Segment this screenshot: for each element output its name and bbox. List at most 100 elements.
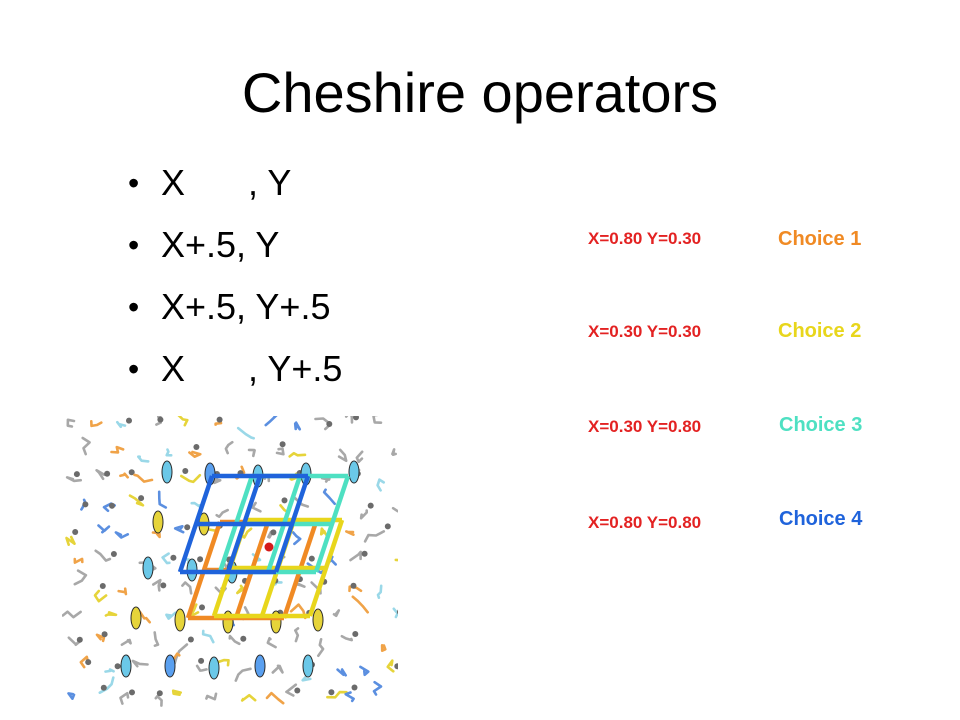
molecule-fragment [62,610,82,619]
atom-dot [193,444,200,450]
molecule-fragment [376,584,383,599]
atom-dot [351,684,358,691]
atom-dot [394,663,398,670]
molecule-fragment [133,473,154,483]
molecule-fragment [117,587,128,596]
molecule-fragment [275,447,285,456]
molecule-fragment [234,667,252,682]
atom-dot [281,497,288,504]
molecule-fragment [95,468,106,481]
molecule-fragment [332,609,341,618]
bullet-marker: • [128,227,140,263]
atom-dot [85,659,92,666]
atom-dot [101,631,108,638]
molecule-fragment [89,420,103,428]
molecule-fragment [154,694,163,707]
molecule-fragment [131,659,149,668]
atom-dot [110,551,117,557]
twofold-axis-lens [312,608,324,632]
molecule-fragment [161,552,171,565]
molecule-fragment [240,693,257,702]
molecule-fragment [73,569,88,586]
choice-label-1: Choice 1 [778,228,862,250]
molecule-fragment [157,490,168,509]
molecule-fragment [247,448,256,458]
molecule-fragment [326,690,348,699]
atom-dot [198,657,205,664]
twofold-axis-lens [152,510,164,534]
coord-label-2: X=0.30 Y=0.30 [588,322,702,341]
molecule-fragment [81,436,91,456]
molecule-fragment [359,509,369,520]
twofold-axis-lens [174,608,186,632]
atom-dot [197,556,204,563]
operator-text: X+.5, Y [161,224,280,265]
molecule-fragment [171,689,182,697]
operator-x: X [161,162,186,203]
molecule-fragment [336,668,348,677]
atom-dot [73,471,80,478]
molecule-fragment [98,676,115,695]
choice-label-4: Choice 4 [779,508,863,530]
coord-label-4: X=0.80 Y=0.80 [588,513,702,532]
molecule-fragment [138,610,151,624]
coord-label-3: X=0.30 Y=0.80 [588,417,702,436]
molecule-fragment [344,530,355,536]
atom-dot [184,524,191,531]
molecule-fragment [110,445,125,454]
coord-label-1: X=0.80 Y=0.30 [588,229,702,248]
molecule-fragment [201,629,215,644]
molecule-fragment [294,582,306,588]
molecule-fragment [291,531,302,546]
molecule-fragment [119,691,130,705]
molecule-fragment [67,692,76,701]
twofold-axis-lens [161,460,173,484]
atom-dot [270,529,277,536]
molecule-fragment [165,448,173,457]
molecule-fragment [137,455,150,463]
molecule-fragment [322,488,337,506]
atom-dot [308,555,315,562]
molecule-fragment [205,692,218,701]
unit-cell-choice-4 [273,475,311,573]
atom-dot [99,583,106,589]
molecule-fragment [285,683,298,697]
molecule-fragment [376,478,386,492]
molecule-fragment [95,633,106,643]
molecule-fragment [215,508,229,518]
molecule-fragment [355,450,364,464]
slide-title: Cheshire operators [241,61,719,124]
atom-dot [72,529,79,535]
molecule-fragment [294,627,300,643]
molecule-fragment [351,595,370,614]
molecule-fragment [344,691,355,703]
atom-dot [350,582,357,589]
choice-label-3: Choice 3 [779,414,863,436]
choice-label-2: Choice 2 [778,320,862,342]
molecule-fragment [120,638,132,646]
molecule-fragment [293,421,302,431]
twofold-axis-lens [142,556,154,580]
atom-dot [128,469,135,476]
molecule-fragment [66,418,76,428]
origin-dot [264,542,274,552]
molecule-fragment [359,665,370,677]
operator-rest: , Y+.5 [248,348,343,389]
molecule-fragment [216,658,230,667]
atom-dot [187,636,194,643]
molecule-fragment [188,450,202,459]
molecule-fragment [316,638,325,657]
atom-dot [138,495,145,502]
molecule-fragment [236,426,255,440]
molecule-fragment [211,474,222,485]
molecule-fragment [391,448,398,457]
twofold-axis-lens [164,654,176,678]
atom-dot [104,470,111,477]
unit-cell-outlines [177,473,351,621]
atom-dot [279,441,286,448]
molecule-fragment [128,494,145,507]
molecule-fragment [195,664,208,672]
molecule-fragment [119,472,129,479]
bullet-marker: • [128,165,140,201]
twofold-axis-lens [348,460,360,484]
